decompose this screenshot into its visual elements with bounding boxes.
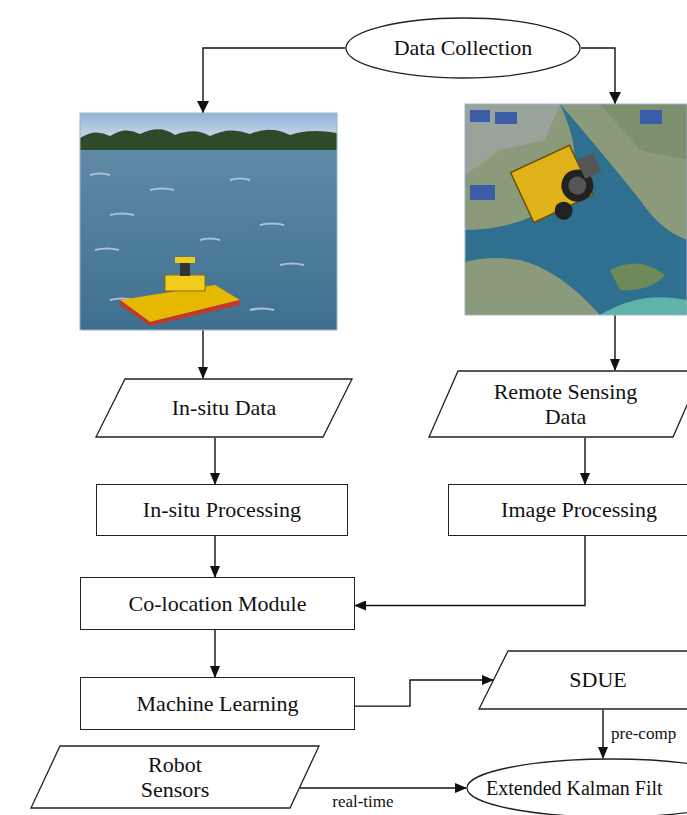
flow-arrow	[214, 438, 215, 484]
data-parallelogram: Robot Sensors	[30, 745, 320, 809]
flow-arrow	[300, 787, 466, 788]
data-parallelogram: Remote Sensing Data	[428, 370, 687, 438]
start-ellipse: Data Collection	[345, 17, 581, 79]
node-text: Data Collection	[394, 35, 533, 60]
flow-arrow	[581, 48, 615, 370]
flow-arrow	[355, 680, 493, 706]
node-text: SDUE	[569, 667, 626, 692]
data-parallelogram: SDUE	[478, 650, 687, 710]
process-box: Co-location Module	[80, 577, 355, 630]
boat-photo	[80, 113, 337, 330]
data-parallelogram: In-situ Data	[95, 378, 353, 438]
process-box: In-situ Processing	[96, 484, 348, 536]
node-text: Co-location Module	[129, 591, 307, 616]
photo-arrowhead	[197, 101, 209, 113]
node-text: Remote Sensing Data	[491, 379, 641, 430]
flow-arrow	[203, 48, 345, 378]
node-text: Image Processing	[501, 497, 657, 522]
node-text: In-situ Data	[172, 395, 276, 420]
flow-arrow	[214, 630, 215, 677]
filter-ellipse: Extended Kalman Filt	[466, 758, 687, 815]
flow-arrow	[355, 536, 585, 606]
flow-arrow	[602, 710, 603, 758]
photo-arrowhead	[609, 92, 621, 104]
node-text: Extended Kalman Filt	[486, 777, 663, 800]
process-box: Machine Learning	[80, 677, 355, 730]
flow-arrow	[584, 438, 585, 484]
flow-arrow	[214, 536, 215, 577]
edge-label: pre-comp	[609, 725, 678, 744]
edge-label: real-time	[330, 793, 395, 812]
process-box: Image Processing	[448, 484, 687, 536]
node-text: Robot Sensors	[130, 752, 220, 803]
node-text: In-situ Processing	[143, 497, 301, 522]
node-text: Machine Learning	[137, 691, 299, 716]
satellite-photo	[465, 104, 687, 315]
